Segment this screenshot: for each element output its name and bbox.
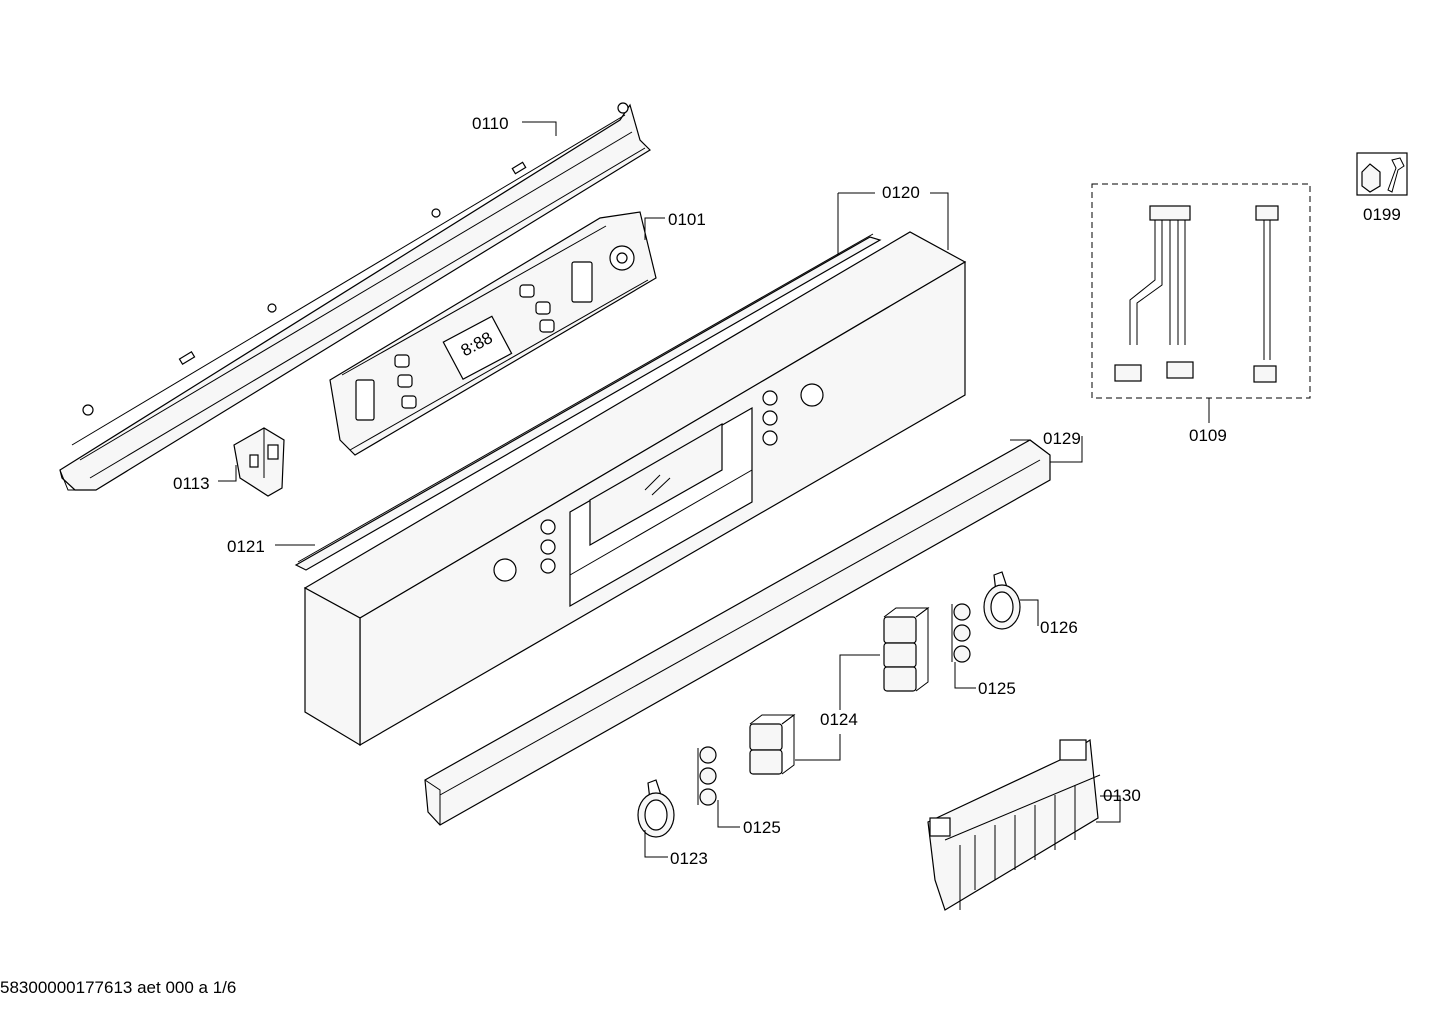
part-0129-cover-strip (424, 439, 1051, 826)
label-0199: 0199 (1363, 205, 1401, 224)
leader-lines (218, 121, 1210, 858)
part-0110-rail (59, 102, 651, 491)
label-0121: 0121 (227, 537, 265, 556)
part-0113-clip (233, 427, 285, 497)
label-0113: 0113 (173, 474, 210, 493)
part-0124-key-block-upper (883, 607, 930, 692)
label-0123: 0123 (670, 849, 708, 868)
label-0120: 0120 (882, 183, 920, 202)
part-0121-seal-strip (294, 233, 882, 571)
document-id-footer: 58300000177613 aet 000 a 1/6 (0, 978, 237, 997)
label-0126: 0126 (1040, 618, 1078, 637)
part-0126-knob (983, 571, 1021, 630)
label-0109: 0109 (1189, 426, 1227, 445)
label-0110: 0110 (472, 114, 509, 133)
label-0130: 0130 (1103, 786, 1141, 805)
label-0101: 0101 (668, 210, 706, 229)
part-0130-bracket (927, 738, 1101, 911)
part-0124-key-block-lower (749, 714, 796, 775)
label-0125-left: 0125 (743, 818, 781, 837)
part-0125-buttons-right (951, 603, 971, 663)
label-0125-right: 0125 (978, 679, 1016, 698)
label-0129: 0129 (1043, 429, 1081, 448)
part-0120-fascia (303, 231, 967, 747)
part-0101-control-module: 8:88 (329, 211, 657, 456)
part-0109-wiring-harness (1091, 183, 1311, 399)
part-0125-buttons-left (697, 746, 717, 806)
part-0199-wrench-icon (1356, 152, 1408, 196)
part-0123-knob (637, 779, 675, 838)
label-0124: 0124 (820, 710, 858, 729)
